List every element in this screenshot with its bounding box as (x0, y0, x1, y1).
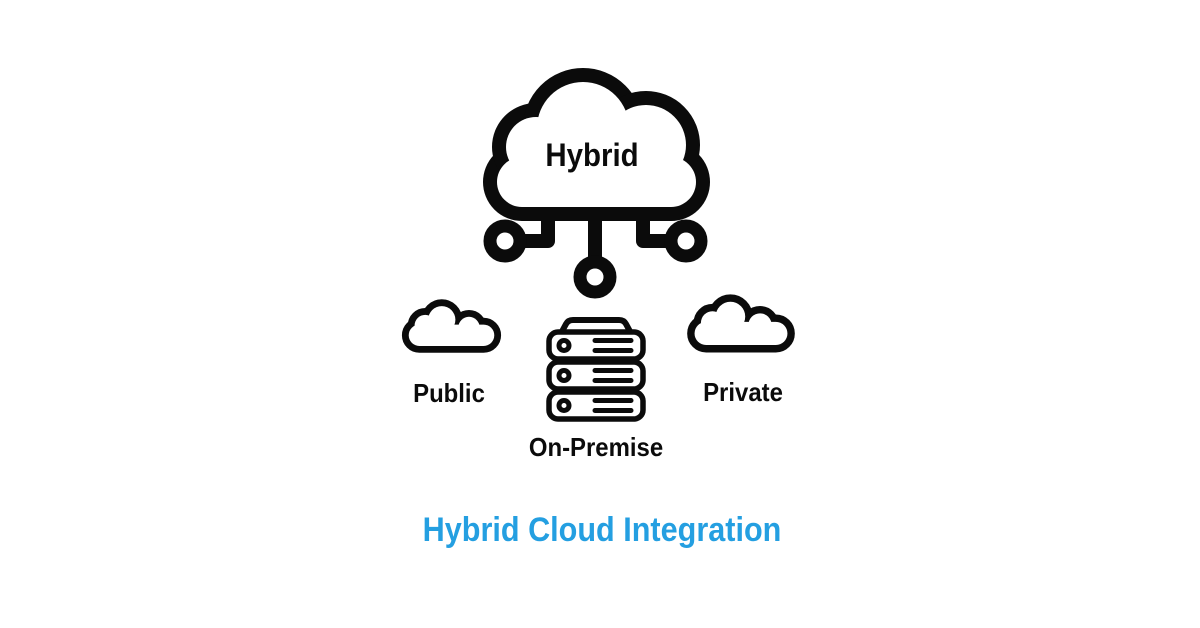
hybrid-cloud-network-icon (478, 62, 718, 302)
diagram-title: Hybrid Cloud Integration (403, 511, 802, 549)
diagram-title-text: Hybrid Cloud Integration (422, 511, 782, 549)
public-cloud-label: Public (410, 379, 488, 407)
onpremise-label: On-Premise (523, 433, 669, 461)
onpremise-label-text: On-Premise (528, 432, 664, 462)
public-cloud-label-text: Public (413, 378, 485, 408)
private-cloud-label-text: Private (703, 377, 783, 407)
public-cloud-icon (399, 295, 504, 360)
hybrid-cloud-label: Hybrid (541, 138, 642, 172)
hybrid-cloud-label-text: Hybrid (545, 137, 639, 173)
private-cloud-label: Private (700, 378, 787, 406)
server-stack-icon (544, 316, 648, 422)
private-cloud-icon (684, 290, 798, 360)
